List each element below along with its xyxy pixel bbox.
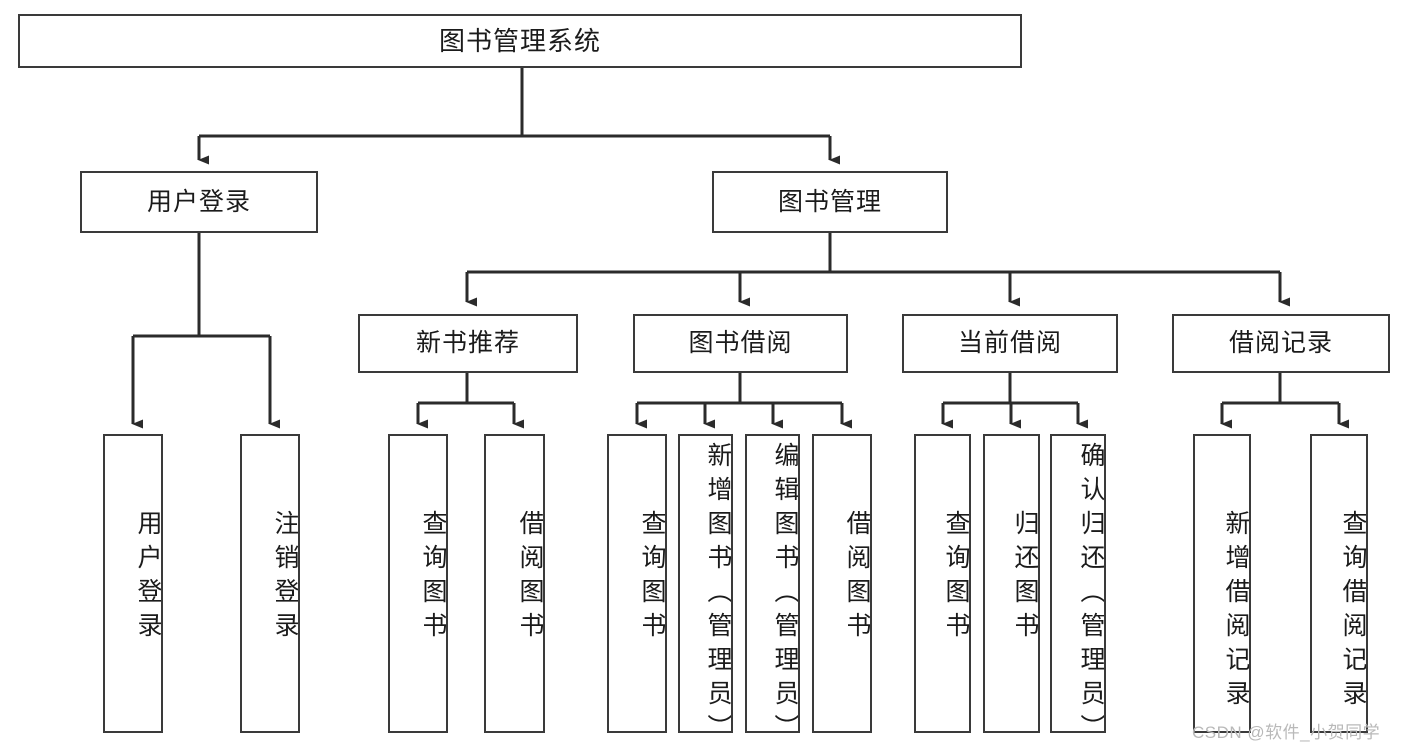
- leaf-label: 新增图书（管理员）: [704, 442, 732, 733]
- leaf-book-borrow-edit[interactable]: 编辑图书（管理员）: [745, 434, 800, 733]
- node-book-management[interactable]: 图书管理: [712, 171, 948, 233]
- leaf-label: 用户登录: [134, 510, 162, 646]
- leaf-borrow-record-query[interactable]: 查询借阅记录: [1310, 434, 1368, 733]
- node-new-book-recommend[interactable]: 新书推荐: [358, 314, 578, 373]
- leaf-label: 查询图书: [942, 510, 970, 646]
- leaf-book-borrow-add[interactable]: 新增图书（管理员）: [678, 434, 733, 733]
- leaf-current-borrow-return[interactable]: 归还图书: [983, 434, 1040, 733]
- leaf-label: 查询图书: [419, 510, 447, 646]
- leaf-label: 注销登录: [271, 510, 299, 646]
- leaf-label: 新增借阅记录: [1222, 510, 1250, 714]
- leaf-label: 查询借阅记录: [1339, 510, 1367, 714]
- leaf-current-borrow-confirm-return[interactable]: 确认归还（管理员）: [1050, 434, 1106, 733]
- leaf-user-login-logout[interactable]: 注销登录: [240, 434, 300, 733]
- leaf-label: 借阅图书: [843, 510, 871, 646]
- leaf-label: 编辑图书（管理员）: [771, 442, 799, 733]
- leaf-label: 确认归还（管理员）: [1077, 442, 1105, 733]
- leaf-new-book-borrow[interactable]: 借阅图书: [484, 434, 545, 733]
- leaf-book-borrow-query[interactable]: 查询图书: [607, 434, 667, 733]
- node-user-login[interactable]: 用户登录: [80, 171, 318, 233]
- leaf-book-borrow-borrow[interactable]: 借阅图书: [812, 434, 872, 733]
- node-book-borrow[interactable]: 图书借阅: [633, 314, 848, 373]
- leaf-current-borrow-query[interactable]: 查询图书: [914, 434, 971, 733]
- csdn-watermark: CSDN @软件_小贺同学: [1192, 723, 1381, 742]
- leaf-label: 借阅图书: [516, 510, 544, 646]
- leaf-new-book-query[interactable]: 查询图书: [388, 434, 448, 733]
- node-current-borrow[interactable]: 当前借阅: [902, 314, 1118, 373]
- leaf-label: 查询图书: [638, 510, 666, 646]
- leaf-borrow-record-add[interactable]: 新增借阅记录: [1193, 434, 1251, 733]
- leaf-user-login-login[interactable]: 用户登录: [103, 434, 163, 733]
- node-borrow-record[interactable]: 借阅记录: [1172, 314, 1390, 373]
- node-root-system[interactable]: 图书管理系统: [18, 14, 1022, 68]
- leaf-label: 归还图书: [1011, 510, 1039, 646]
